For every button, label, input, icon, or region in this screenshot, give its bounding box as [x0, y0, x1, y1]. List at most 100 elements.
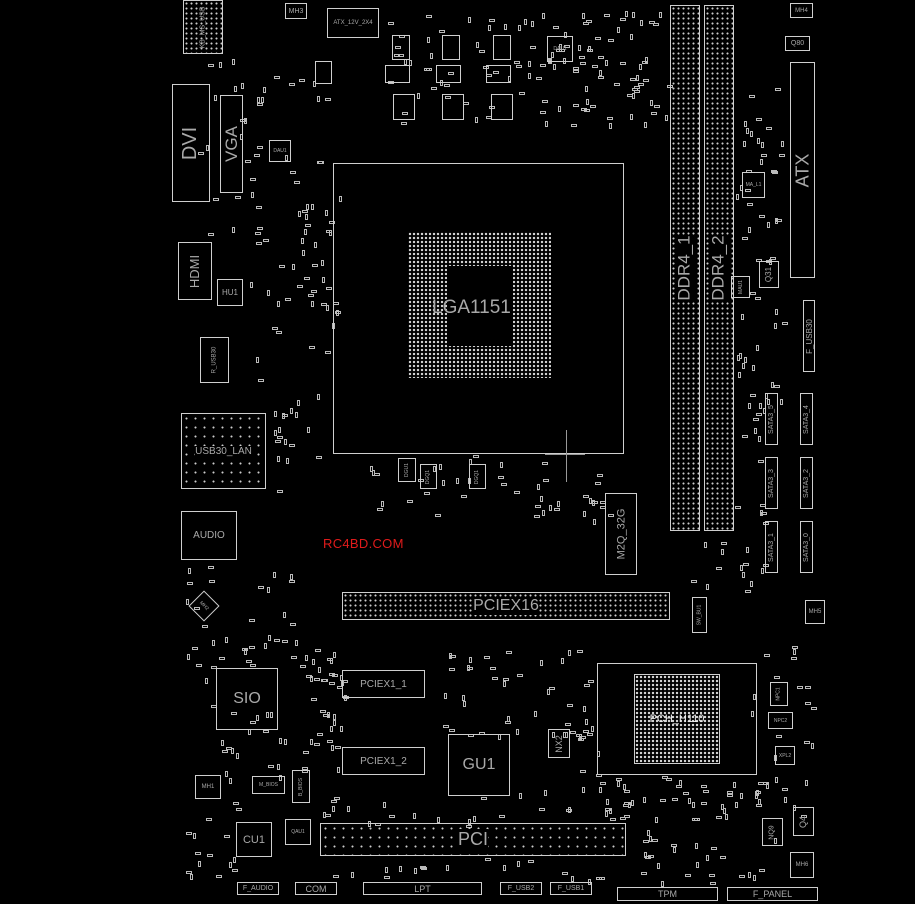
- smd-pad: [524, 18, 528, 25]
- smd-pad: [725, 814, 729, 821]
- smd-pad: [548, 504, 552, 511]
- smd-pad: [282, 611, 286, 618]
- smd-pad: [516, 673, 523, 677]
- hdmi-connector: HDMI: [178, 242, 212, 300]
- smd-pad: [501, 482, 508, 486]
- dgq1-label: DGQ1: [425, 469, 432, 484]
- smd-pad: [557, 500, 561, 507]
- smd-pad: [727, 793, 734, 797]
- smd-pad: [206, 854, 213, 858]
- smd-pad: [438, 29, 445, 33]
- atx-12v-connector: ATX_12V_2X4: [327, 8, 379, 38]
- smd-pad: [429, 52, 433, 59]
- smd-pad: [604, 811, 608, 818]
- smd-pad: [537, 484, 541, 491]
- smd-pad: [719, 856, 726, 860]
- smd-pad: [257, 96, 261, 103]
- smd-pad: [327, 711, 331, 718]
- smd-pad: [276, 331, 283, 335]
- smd-pad: [744, 589, 751, 593]
- smd-pad: [666, 778, 673, 782]
- qau1-label: QAU1: [291, 829, 305, 835]
- smd-pad: [293, 180, 300, 184]
- smd-pad: [692, 818, 699, 822]
- smd-pad: [442, 479, 446, 486]
- atx-12v-label: ATX_12V_2X4: [333, 20, 373, 26]
- smd-pad: [240, 119, 247, 123]
- smd-pad: [773, 323, 777, 330]
- smd-pad: [607, 116, 614, 120]
- smd-pad: [250, 664, 257, 668]
- smd-pad: [594, 36, 601, 40]
- smd-pad: [305, 214, 309, 221]
- smd-pad: [542, 462, 549, 466]
- sata3-5-port: SATA3_5: [765, 393, 778, 445]
- dgu1-chip: DGU1: [398, 458, 416, 482]
- smd-pad: [540, 110, 547, 114]
- smd-pad: [230, 748, 234, 755]
- smd-pad: [186, 599, 190, 606]
- smd-pad: [764, 653, 771, 657]
- nq9-transistor: NQ9: [762, 818, 783, 846]
- smd-pad: [309, 346, 316, 350]
- smd-pad: [456, 477, 460, 484]
- smd-pad: [311, 301, 315, 308]
- smd-pad: [581, 13, 585, 20]
- smd-pad: [186, 870, 193, 874]
- smd-pad: [231, 711, 238, 715]
- smd-pad: [311, 659, 315, 666]
- smd-pad: [578, 45, 582, 52]
- smd-pad: [299, 78, 306, 82]
- smd-pad: [653, 104, 660, 108]
- smd-pad: [630, 34, 634, 41]
- smd-pad: [284, 154, 288, 161]
- smd-pad: [427, 37, 431, 43]
- smd-pad: [244, 118, 248, 124]
- pci-slot: PCI: [320, 823, 626, 856]
- smd-pad: [652, 22, 659, 26]
- smd-pad: [623, 814, 630, 818]
- smd-pad: [315, 648, 321, 652]
- audio-label: AUDIO: [193, 530, 225, 541]
- smd-pad: [528, 860, 535, 864]
- smd-pad: [773, 838, 777, 845]
- smd-pad: [751, 710, 755, 717]
- smd-pad: [743, 121, 747, 128]
- smd-pad: [583, 495, 590, 498]
- smd-pad: [753, 875, 757, 882]
- smd-pad: [467, 665, 471, 672]
- sata3-1-label: SATA3_1: [768, 532, 775, 562]
- ddr4-2-label: DDR4_2: [709, 235, 730, 301]
- smd-pad: [308, 294, 315, 298]
- smd-pad: [734, 801, 738, 808]
- smd-pad: [211, 665, 218, 669]
- vrm-mosfet: [385, 65, 410, 83]
- smd-pad: [257, 146, 264, 150]
- smd-pad: [643, 78, 650, 82]
- smd-pad: [541, 510, 545, 517]
- smd-pad: [804, 740, 811, 744]
- smd-pad: [610, 818, 617, 822]
- smd-pad: [444, 693, 448, 700]
- smd-pad: [534, 514, 541, 518]
- smd-pad: [559, 49, 566, 53]
- smd-pad: [394, 45, 401, 49]
- smd-pad: [316, 394, 320, 401]
- smd-pad: [767, 221, 771, 228]
- vrm-mosfet: [442, 35, 460, 60]
- smd-pad: [541, 99, 548, 103]
- vrm-mosfet: [392, 35, 410, 60]
- smd-pad: [197, 151, 204, 155]
- smd-pad: [791, 656, 798, 660]
- smd-pad: [474, 117, 478, 124]
- smd-pad: [664, 114, 668, 121]
- smd-pad: [642, 840, 649, 844]
- smd-pad: [388, 814, 395, 818]
- smd-pad: [755, 296, 762, 300]
- vrm-mosfet: [315, 61, 332, 84]
- cpu-socket-outline: [333, 163, 624, 454]
- smd-pad: [578, 733, 582, 740]
- smd-pad: [744, 357, 748, 364]
- vga-connector: VGA: [220, 95, 243, 193]
- smd-pad: [469, 656, 473, 663]
